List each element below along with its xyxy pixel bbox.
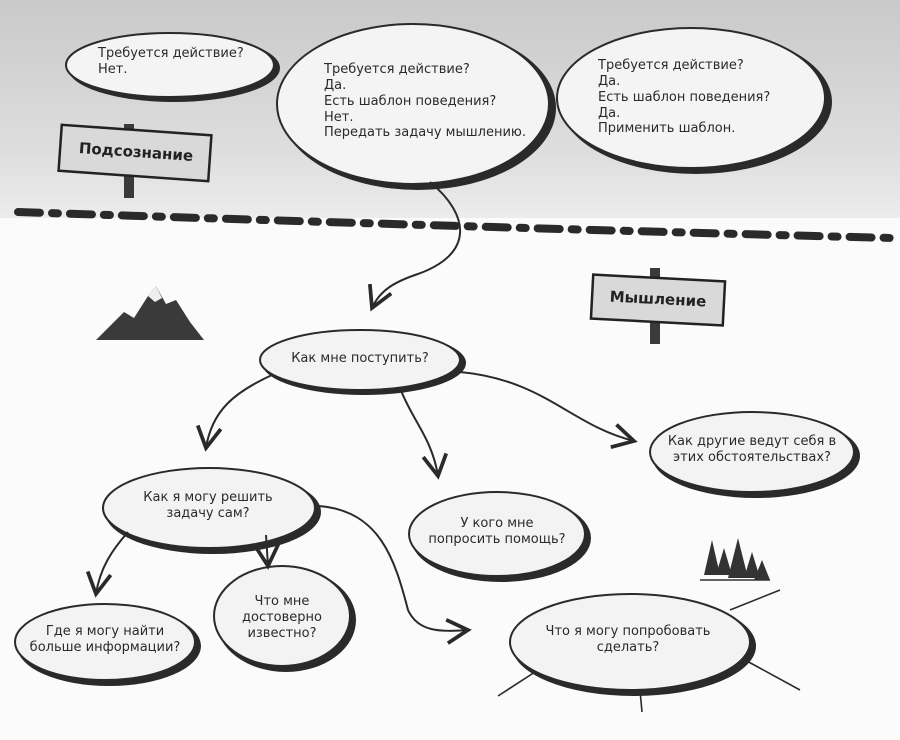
top-middle-line: Передать задачу мышлению.	[324, 125, 526, 141]
self-text: Как я могу решить задачу сам?	[128, 490, 288, 522]
top-left-text: Требуется действие? Нет.	[98, 46, 244, 78]
top-right-line: Да.	[598, 106, 770, 122]
top-left-line: Требуется действие?	[98, 46, 244, 62]
arrow-root-to-others	[460, 372, 634, 441]
arrow-root-to-self	[206, 375, 272, 448]
top-right-line: Да.	[598, 74, 770, 90]
arrow-self-to-info	[96, 532, 128, 594]
top-right-text: Требуется действие? Да. Есть шаблон пове…	[598, 58, 770, 137]
top-middle-line: Требуется действие?	[324, 62, 526, 78]
arrow-root-to-help	[400, 388, 438, 476]
top-right-line: Требуется действие?	[598, 58, 770, 74]
top-middle-line: Есть шаблон поведения?	[324, 94, 526, 110]
top-middle-line: Да.	[324, 78, 526, 94]
top-right-line: Есть шаблон поведения?	[598, 90, 770, 106]
help-text: У кого мне попросить помощь?	[426, 516, 568, 548]
others-text: Как другие ведут себя в этих обстоятельс…	[662, 434, 842, 466]
top-middle-text: Требуется действие? Да. Есть шаблон пове…	[324, 62, 526, 141]
mountain-icon	[96, 286, 204, 340]
top-right-line: Применить шаблон.	[598, 121, 770, 137]
known-text: Что мне достоверно известно?	[232, 594, 332, 642]
top-middle-line: Нет.	[324, 110, 526, 126]
root-text: Как мне поступить?	[270, 351, 450, 367]
trees-icon	[700, 538, 770, 580]
info-text: Где я могу найти больше информации?	[26, 624, 184, 656]
try-text: Что я могу попробовать сделать?	[528, 624, 728, 656]
top-left-line: Нет.	[98, 62, 244, 78]
